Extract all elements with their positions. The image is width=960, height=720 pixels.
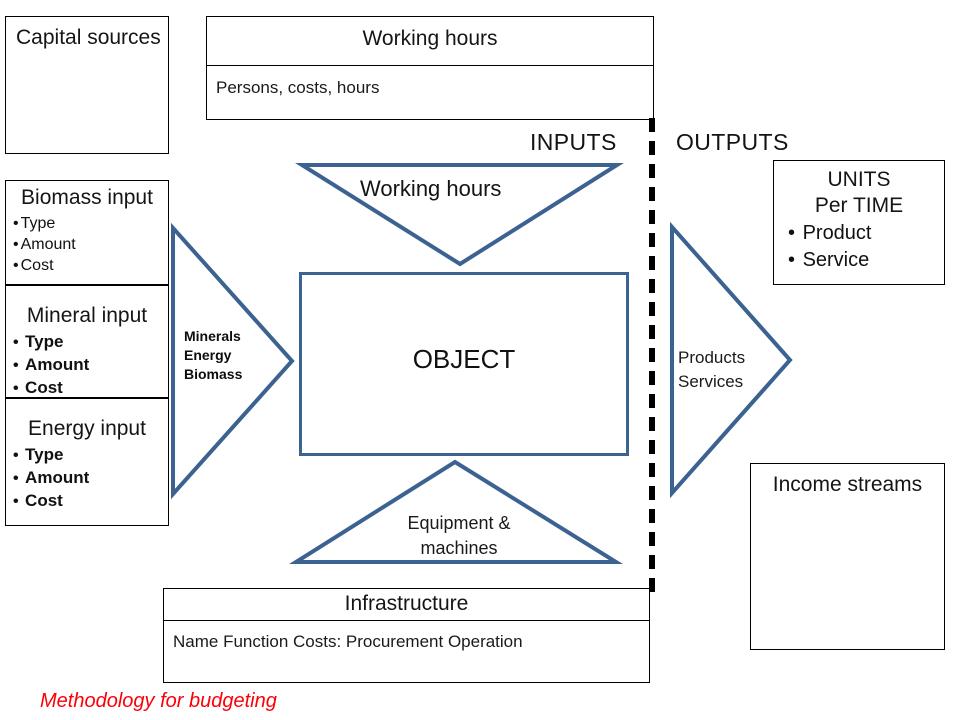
footnote-text: Methodology for budgeting (40, 690, 277, 712)
units-box: UNITS Per TIME Product Service (773, 160, 945, 285)
infrastructure-columns: Name Function Costs: Procurement Operati… (173, 632, 523, 651)
list-item: Product (788, 220, 944, 247)
income-streams-box: Income streams (750, 463, 945, 650)
capital-sources-title: Capital sources (16, 26, 161, 49)
mineral-input-box: Mineral input Type Amount Cost (5, 285, 169, 398)
working-hours-arrow-shape (295, 163, 624, 267)
list-item: Service (788, 247, 944, 274)
units-line1: UNITS (827, 168, 891, 191)
capital-sources-box: Capital sources (5, 16, 169, 154)
units-list: Product Service (774, 219, 944, 274)
infrastructure-title: Infrastructure (344, 592, 469, 615)
working-hours-arrow-label: Working hours (360, 176, 502, 201)
energy-input-box: Energy input Type Amount Cost (5, 398, 169, 526)
list-item: Amount (13, 467, 168, 490)
working-hours-box: Working hours Persons, costs, hours (206, 16, 654, 120)
units-line2: Per TIME (814, 194, 904, 217)
list-item: Cost (13, 377, 168, 400)
mineral-input-title: Mineral input (26, 304, 148, 327)
working-hours-detail: Persons, costs, hours (216, 78, 380, 97)
input-arrow-shape (171, 222, 295, 500)
inputs-label: INPUTS (530, 129, 617, 155)
income-streams-title: Income streams (772, 473, 923, 496)
biomass-input-title: Biomass input (21, 186, 153, 209)
list-item: Type (13, 444, 168, 467)
energy-input-title: Energy input (28, 417, 146, 440)
biomass-input-box: Biomass input Type Amount Cost (5, 180, 169, 285)
list-item: Cost (13, 255, 168, 276)
list-item: Type (13, 213, 168, 234)
biomass-input-list: Type Amount Cost (6, 211, 168, 276)
equipment-arrow-line-1: Equipment & (407, 513, 511, 533)
object-label: OBJECT (412, 344, 516, 374)
object-box: OBJECT (299, 272, 629, 456)
input-arrow-line-3: Biomass (184, 366, 243, 382)
list-item: Cost (13, 490, 168, 513)
output-arrow-line-2: Services (678, 372, 744, 391)
working-hours-detail-row: Persons, costs, hours (207, 65, 653, 120)
list-item: Type (13, 331, 168, 354)
equipment-arrow-shape (289, 459, 624, 564)
mineral-input-list: Type Amount Cost (6, 329, 168, 400)
energy-input-list: Type Amount Cost (6, 442, 168, 513)
input-arrow-line-2: Energy (184, 347, 232, 363)
input-arrow-line-1: Minerals (184, 328, 241, 344)
outputs-label: OUTPUTS (676, 129, 789, 155)
list-item: Amount (13, 354, 168, 377)
equipment-arrow-line-2: machines (420, 538, 498, 558)
output-arrow-line-1: Products (678, 348, 746, 367)
output-arrow-shape (670, 221, 793, 499)
infrastructure-columns-row: Name Function Costs: Procurement Operati… (164, 620, 649, 682)
list-item: Amount (13, 234, 168, 255)
infrastructure-box: Infrastructure Name Function Costs: Proc… (163, 588, 650, 683)
input-arrow-label: Minerals Energy Biomass (184, 327, 242, 384)
output-arrow-label: Products Services (678, 346, 745, 394)
equipment-arrow-label: Equipment & machines (378, 511, 540, 561)
working-hours-box-title: Working hours (362, 27, 498, 50)
